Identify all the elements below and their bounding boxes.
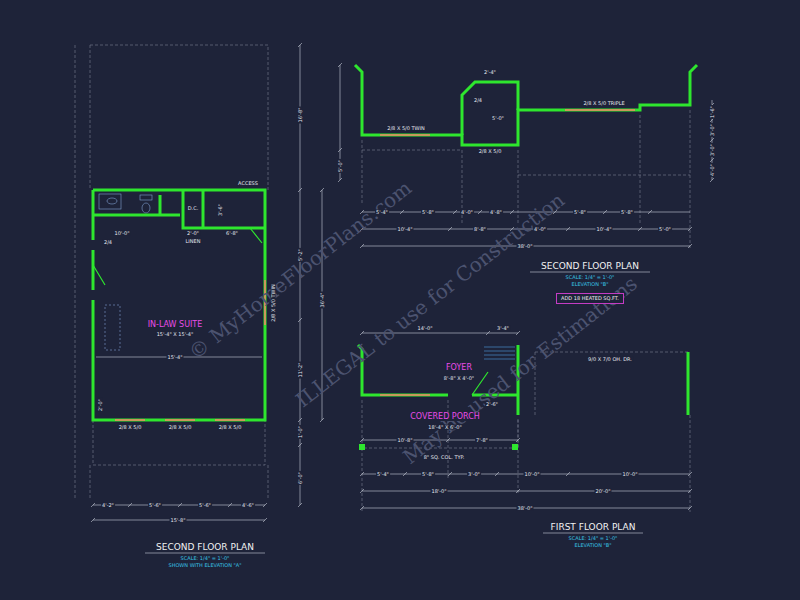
dimension-text: 5'-4" [376, 472, 390, 477]
dimension-text: 2/8 X 5/0 TRIPLE [582, 101, 625, 106]
scale-note: ELEVATION "B" [574, 543, 611, 548]
dimension-text: 6'-8" [225, 231, 239, 236]
dimension-text: 15'-8" [169, 518, 186, 523]
scale-note: SCALE: 1/4" = 1'-0" [181, 556, 230, 561]
dimension-text: 3'-0" [467, 472, 481, 477]
dimension-text: 4'-0" [710, 163, 715, 177]
dimension-text: 5'-8" [573, 210, 587, 215]
dimension-text: 2/8 X 5/0 [218, 425, 243, 430]
dimension-text: 3'-4" [496, 326, 510, 331]
dimension-text: 8" SQ. COL. TYP. [423, 455, 466, 460]
dimension-text: 4'-6" [241, 503, 255, 508]
scale-note: SCALE: 1/4" = 1'-0" [566, 275, 615, 280]
dimension-text: 2/8 X 5/0 [118, 425, 143, 430]
dimension-text: 2'-0" [98, 398, 103, 412]
dimension-text: 10'-8" [396, 438, 413, 443]
room-name: COVERED PORCH [409, 413, 480, 421]
dimension-text: 2/8 X 5/0 [478, 149, 503, 154]
note-box: ADD 18 HEATED SQ.FT. [556, 293, 624, 304]
dimension-text: LINEN [185, 239, 202, 244]
dimension-text: 5'-2" [298, 248, 303, 262]
dimension-text: 5'-0" [338, 159, 343, 173]
dimension-text: 4'-8" [489, 210, 503, 215]
dimension-text: 5'-8" [421, 210, 435, 215]
dimension-text: 38'-0" [516, 244, 533, 249]
dimension-text: 18'-0" [430, 489, 447, 494]
dimension-text: 2/4 [103, 240, 113, 245]
dimension-text: 2'-0" [186, 231, 200, 236]
dimension-text: 2/4 [473, 98, 483, 103]
dimension-text: 5'-4" [375, 210, 389, 215]
room-name: IN-LAW SUITE [147, 321, 204, 329]
dimension-text: 2/8 X 5/0 [168, 425, 193, 430]
dimension-text: 5'-0" [491, 116, 505, 121]
dimension-text: 2/8 X 5/0 TWIN [386, 126, 426, 131]
dimension-text: D.C. [187, 206, 200, 211]
dimension-text: 10'-4" [396, 227, 413, 232]
dimension-text: 5'-6" [198, 503, 212, 508]
dimension-text: 8'-8" [473, 227, 487, 232]
dimension-text: 14'-0" [416, 326, 433, 331]
dimension-text: 20'-0" [594, 489, 611, 494]
dimension-text: 5'-8" [620, 210, 634, 215]
dimension-text: 1'-0" [298, 425, 303, 439]
dimension-text: 11'-2" [298, 361, 303, 378]
dimension-text: 4'-2" [101, 503, 115, 508]
dimension-text: 7'-8" [475, 438, 489, 443]
dimension-text: 8'-8" X 4'-0" [443, 376, 475, 381]
plan-title: SECOND FLOOR PLAN [541, 262, 639, 271]
room-name: FOYER [445, 364, 473, 372]
dimension-text: 3'-0" [710, 123, 715, 137]
plan-title: SECOND FLOOR PLAN [156, 543, 254, 552]
dimension-text: 10'-0" [523, 472, 540, 477]
dimension-text: 10'-4" [595, 227, 612, 232]
dimension-text: ACCESS [237, 181, 259, 186]
dimension-text: 5'-0" [658, 227, 672, 232]
note-text: ADD 18 HEATED SQ.FT. [561, 296, 619, 301]
dimension-text: 38'-0" [516, 506, 533, 511]
dimension-text: 15'-4" X 15'-4" [156, 332, 195, 337]
dimension-text: 3'-0" [710, 143, 715, 157]
dimension-text: 10'-0" [113, 231, 130, 236]
dimension-text: 5'-6" [148, 503, 162, 508]
dimension-text: 1'-6" [710, 105, 715, 119]
plan-title: FIRST FLOOR PLAN [551, 523, 636, 532]
scale-note: ELEVATION "B" [571, 282, 608, 287]
dimension-text: 15'-4" [166, 355, 183, 360]
dimension-text: 5'-8" [421, 472, 435, 477]
dimension-text: 16'-8" [298, 106, 303, 123]
dimension-text: 6'-0" [298, 471, 303, 485]
dimension-text: 2'-6" [485, 402, 499, 407]
dimension-text: 2'-4" [483, 70, 497, 75]
dimension-text: 2/8 X 5/0 TWIN [271, 283, 276, 323]
dimension-text: 3'-6" [218, 203, 223, 217]
scale-note: SCALE: 1/4" = 1'-0" [569, 536, 618, 541]
dimension-text: 4'-0" [460, 210, 474, 215]
dimension-text: 9/0 X 7/0 OH. DR. [587, 357, 633, 362]
dimension-text: 10'-0" [621, 472, 638, 477]
dimension-text: 4'-0" [533, 227, 547, 232]
dimension-text: 18'-4" X 6'-0" [427, 425, 462, 430]
dimension-text: 36'-4" [320, 291, 325, 308]
scale-note: SHOWN WITH ELEVATION "A" [168, 563, 241, 568]
